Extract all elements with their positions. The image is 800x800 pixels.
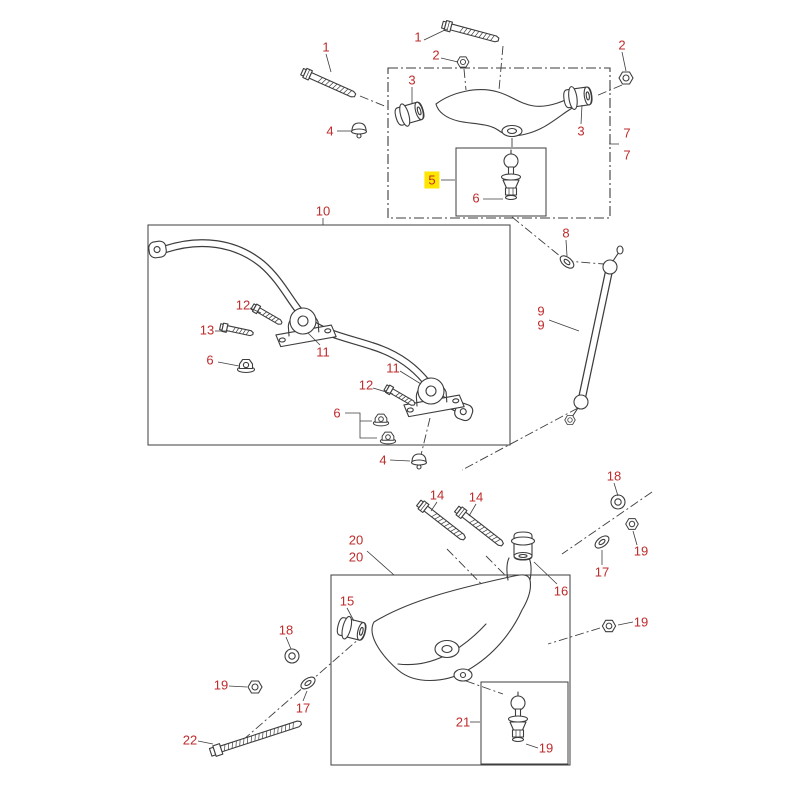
bolt-1-left [299, 66, 358, 101]
upper-control-arm [392, 83, 594, 138]
callout-18a[interactable]: 18 [606, 468, 622, 484]
nut-19-right-lower [601, 619, 617, 633]
nut-2-rear [618, 71, 634, 85]
ball-joint-upper [500, 149, 522, 201]
callout-16[interactable]: 16 [553, 583, 569, 599]
stabilizer-bar [147, 239, 475, 423]
callout-17a[interactable]: 17 [594, 564, 610, 580]
callout-20b[interactable]: 20 [348, 549, 364, 565]
callout-12a[interactable]: 12 [235, 297, 251, 313]
callout-6c[interactable]: 6 [333, 405, 341, 421]
bolt-12-right [382, 383, 418, 409]
lower-arm-box [330, 574, 571, 766]
nut-6-left [236, 358, 256, 374]
callout-4a[interactable]: 4 [326, 123, 334, 139]
washer-17-right [592, 532, 612, 552]
callout-1b[interactable]: 1 [414, 29, 422, 45]
leader-lines [197, 28, 638, 749]
callout-3b[interactable]: 3 [577, 123, 585, 139]
callout-4b[interactable]: 4 [379, 452, 387, 468]
cap-4-lower [410, 453, 428, 470]
callout-19c[interactable]: 19 [213, 677, 229, 693]
callout-2b[interactable]: 2 [618, 37, 626, 53]
ring-18-right [610, 494, 626, 510]
callout-7a[interactable]: 7 [623, 125, 631, 141]
callout-20a[interactable]: 20 [348, 532, 364, 548]
ring-18-left [284, 648, 300, 664]
ball-joint-lower [507, 691, 529, 743]
callout-19a[interactable]: 19 [633, 543, 649, 559]
stabilizer-link [564, 245, 624, 425]
bolt-13 [218, 322, 255, 339]
clamp-bushing-11-left [273, 305, 338, 348]
bolt-22 [208, 717, 304, 759]
nut-6-right-1 [372, 413, 390, 427]
bushing-15 [334, 613, 369, 644]
callout-3a[interactable]: 3 [408, 72, 416, 88]
lower-balljoint-box [480, 681, 569, 765]
callout-11a[interactable]: 11 [316, 344, 330, 360]
callout-6a[interactable]: 6 [472, 190, 480, 206]
callout-19b[interactable]: 19 [633, 614, 649, 630]
nut-2-front [456, 56, 470, 68]
callout-2a[interactable]: 2 [432, 47, 440, 63]
bushing-front-upper [392, 98, 427, 130]
callout-15[interactable]: 15 [339, 593, 355, 609]
callout-13[interactable]: 13 [199, 322, 215, 338]
link-end-nut [564, 415, 576, 425]
stabilizer-bar-box [147, 224, 511, 446]
bushing-16 [510, 531, 536, 561]
callout-14b[interactable]: 14 [468, 489, 484, 505]
lower-control-arm [334, 531, 536, 682]
washer-17-left [298, 674, 318, 692]
callout-18b[interactable]: 18 [278, 622, 294, 638]
bar-end-left [147, 239, 168, 260]
cap-4-upper [350, 122, 368, 139]
nut-6-right-2 [379, 431, 397, 445]
bolt-12-left [249, 302, 285, 328]
nut-19-right-upper [625, 518, 639, 530]
callout-7b[interactable]: 7 [623, 147, 631, 163]
callout-11b[interactable]: 11 [386, 360, 400, 376]
callout-22[interactable]: 22 [182, 732, 198, 748]
callout-8[interactable]: 8 [562, 225, 570, 241]
bolt-14-right [453, 504, 507, 550]
callout-9b[interactable]: 9 [537, 317, 545, 333]
callout-10[interactable]: 10 [315, 203, 331, 219]
bolt-1-top [440, 19, 501, 46]
callout-17b[interactable]: 17 [295, 700, 311, 716]
callout-5[interactable]: 5 [424, 171, 440, 189]
callout-14a[interactable]: 14 [429, 487, 445, 503]
callout-21[interactable]: 21 [455, 714, 471, 730]
upper-balljoint-box [455, 147, 547, 217]
bushing-rear-upper [561, 83, 594, 112]
callout-1a[interactable]: 1 [322, 39, 330, 55]
nut-19-left [247, 680, 263, 694]
bolt-14-left [415, 498, 469, 544]
callout-6b[interactable]: 6 [206, 352, 214, 368]
callout-12b[interactable]: 12 [358, 377, 374, 393]
upper-arm-assembly-boundary [387, 67, 611, 219]
callout-9a[interactable]: 9 [537, 303, 545, 319]
callout-19d[interactable]: 19 [538, 740, 554, 756]
